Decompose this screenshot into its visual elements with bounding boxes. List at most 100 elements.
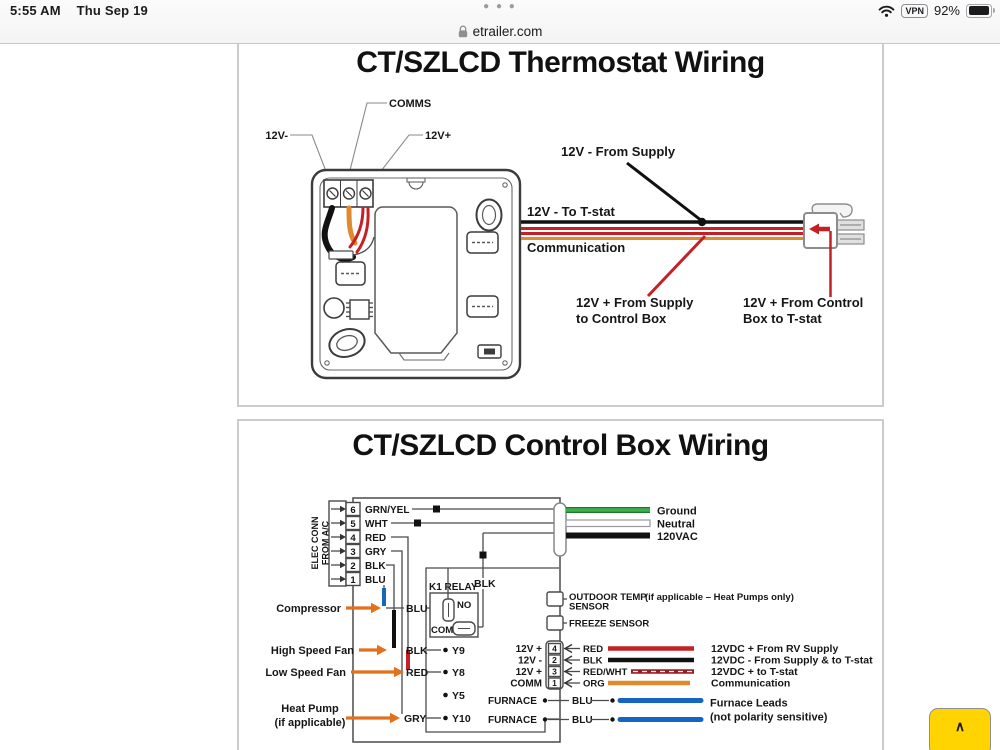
relay-blk-wire: BLK	[472, 532, 554, 628]
control-box-wiring-diagram: BLK ELEC CONN FROM A/C 6 GRN/YEL 5 WHT	[265, 497, 873, 743]
svg-text:12VDC + to T-stat: 12VDC + to T-stat	[711, 666, 798, 678]
svg-text:4: 4	[350, 533, 356, 544]
communication-label: Communication	[527, 240, 625, 255]
dc-terminal-block: 12V + 4 RED 12VDC + From RV Supply 12V -…	[510, 640, 873, 690]
status-time-date: 5:55 AM Thu Sep 19	[10, 3, 148, 18]
furnace-blu-tag-2: BLU	[572, 715, 593, 726]
svg-text:5: 5	[350, 519, 356, 530]
lock-icon	[458, 25, 467, 37]
status-bar: 5:55 AM Thu Sep 19 ● ● ● VPN 92%	[0, 0, 1000, 20]
vac-label: 120VAC	[657, 531, 698, 543]
status-time: 5:55 AM	[10, 3, 61, 18]
svg-text:6: 6	[350, 505, 355, 516]
junction-dot	[697, 217, 707, 227]
battery-nub	[992, 8, 995, 13]
outdoor-temp-label-2: SENSOR	[569, 602, 609, 613]
pin-label: BLK	[365, 561, 386, 572]
pin-label: GRY	[365, 547, 387, 558]
red-tag: RED	[406, 667, 429, 679]
terminal-block	[323, 179, 374, 208]
v-minus-label: 12V-	[265, 130, 288, 142]
back-to-top-button[interactable]: ∧	[929, 708, 991, 750]
supply-to-box-label-1: 12V + From Supply	[576, 295, 694, 310]
machine-rows: Compressor BLU High Speed Fan BLK Y9 Low…	[265, 602, 471, 729]
relay-blk-label: BLK	[474, 578, 496, 590]
control-box-wiring-panel: CT/SZLCD Control Box Wiring	[237, 419, 884, 750]
blk-tag: BLK	[406, 645, 428, 657]
furnace-label-1: FURNACE	[488, 696, 537, 707]
browser-chrome: 5:55 AM Thu Sep 19 ● ● ● VPN 92%	[0, 0, 1000, 44]
svg-text:12V +: 12V +	[516, 667, 543, 678]
pin-label: RED	[365, 533, 386, 544]
svg-text:1: 1	[552, 678, 557, 688]
status-right-cluster: VPN 92%	[878, 3, 995, 18]
svg-text:2: 2	[552, 655, 557, 665]
pin-label: BLU	[365, 575, 386, 586]
control-to-tstat-label-1: 12V + From Control	[743, 295, 863, 310]
supply-to-box-label-2: to Control Box	[576, 311, 667, 326]
y8-terminal: Y8	[452, 667, 465, 679]
elec-conn-label-1: ELEC CONN	[310, 516, 320, 569]
status-date: Thu Sep 19	[76, 3, 148, 18]
outdoor-temp-label-1: OUTDOOR TEMP	[569, 592, 647, 603]
gry-tag: GRY	[404, 713, 426, 725]
furnace-leads-label-1: Furnace Leads	[710, 698, 788, 710]
comms-label: COMMS	[389, 98, 431, 110]
thermostat-wiring-diagram: COMMS 12V- 12V+	[265, 98, 865, 380]
sensor-resistor	[328, 236, 375, 260]
elec-conn-label-2: FROM A/C	[321, 520, 331, 565]
svg-text:12V +: 12V +	[516, 644, 543, 655]
terminal-callouts: COMMS 12V- 12V+	[265, 98, 451, 190]
y5-terminal: Y5	[452, 690, 465, 702]
battery-fill	[968, 6, 989, 15]
wiring-labels: 12V - From Supply 12V - To T-stat Commun…	[527, 144, 863, 326]
connector-plug	[803, 203, 865, 297]
pin-label: WHT	[365, 519, 388, 530]
svg-text:3: 3	[350, 547, 355, 558]
from-supply-label: 12V - From Supply	[561, 144, 676, 159]
battery-percent: 92%	[933, 3, 960, 18]
furnace-rows: FURNACE BLU FURNACE BLU Furnace Leads (n…	[488, 696, 828, 726]
low-speed-fan-label: Low Speed Fan	[265, 667, 346, 679]
relay-no-label: NO	[457, 600, 471, 611]
svg-text:12V -: 12V -	[518, 656, 542, 667]
vpn-badge: VPN	[901, 3, 928, 18]
battery-compartment	[374, 206, 458, 354]
heat-pump-label-1: Heat Pump	[281, 703, 339, 715]
neutral-label: Neutral	[657, 519, 695, 531]
chevron-up-icon: ∧	[954, 718, 966, 734]
red-arrow	[809, 223, 819, 235]
relay-name: K1 RELAY	[429, 582, 478, 593]
freeze-sensor-label: FREEZE SENSOR	[569, 619, 649, 630]
ac-terminal-wires	[382, 505, 554, 714]
ac-output: Ground Neutral 120VAC	[553, 502, 698, 557]
svg-text:12VDC + From RV Supply: 12VDC + From RV Supply	[711, 643, 838, 655]
connector-latch	[811, 203, 853, 218]
mounting-holes-and-clips	[323, 198, 503, 359]
url-bar[interactable]: etrailer.com	[0, 19, 1000, 43]
thermostat-backplate	[310, 168, 522, 380]
ground-label: Ground	[657, 506, 697, 518]
furnace-leads-label-2: (not polarity sensitive)	[710, 712, 828, 724]
connector-pins	[836, 219, 865, 245]
y10-terminal: Y10	[452, 713, 471, 725]
wifi-icon	[879, 5, 895, 17]
heat-pump-label-2: (if applicable)	[275, 717, 346, 729]
wire-grommet	[553, 502, 567, 557]
k1-relay: K1 RELAY NO COM	[429, 568, 479, 638]
svg-text:1: 1	[350, 575, 356, 586]
svg-text:BLK: BLK	[583, 656, 603, 667]
furnace-label-2: FURNACE	[488, 715, 537, 726]
svg-text:ORG: ORG	[583, 679, 605, 690]
outdoor-temp-note: (if applicable – Heat Pumps only)	[645, 592, 794, 603]
svg-text:12VDC - From Supply & to T-s: 12VDC - From Supply & to T-stat	[711, 655, 873, 667]
url-domain: etrailer.com	[472, 23, 543, 39]
sensors: OUTDOOR TEMP SENSOR (if applicable – Hea…	[546, 591, 794, 631]
pin-label: GRN/YEL	[365, 505, 409, 516]
high-speed-fan-label: High Speed Fan	[271, 645, 354, 657]
blu-tag: BLU	[406, 603, 428, 615]
svg-text:4: 4	[552, 644, 557, 654]
svg-text:2: 2	[350, 561, 355, 572]
svg-text:Communication: Communication	[711, 678, 790, 690]
